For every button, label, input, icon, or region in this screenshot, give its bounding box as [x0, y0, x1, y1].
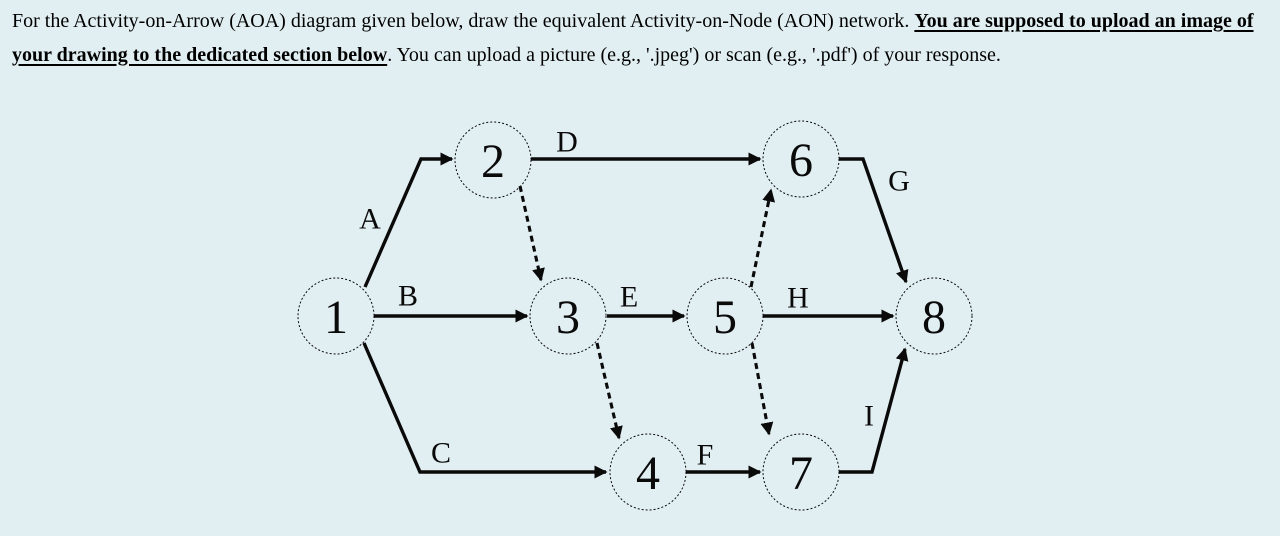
- activity-D-label: D: [556, 126, 578, 159]
- node-1-number: 1: [324, 291, 348, 344]
- dummy-arrow-5-6: [749, 188, 776, 288]
- question-text: For the Activity-on-Arrow (AOA) diagram …: [0, 0, 1280, 72]
- activity-C-arrow: [362, 342, 608, 479]
- activity-F-label: F: [697, 439, 714, 472]
- node-2-number: 2: [481, 135, 505, 188]
- node-6-circle: [762, 120, 840, 198]
- question-segment-emphasized: You are supposed to upload an image of y…: [12, 10, 1254, 66]
- node-8-circle: [895, 277, 973, 355]
- node-4-number: 4: [636, 447, 660, 500]
- activity-C-label: C: [431, 437, 451, 470]
- activity-A-label: A: [359, 203, 381, 236]
- node-8-number: 8: [922, 291, 946, 344]
- node-7-number: 7: [789, 447, 813, 500]
- dummy-arrow-5-7: [750, 342, 774, 436]
- node-6-number: 6: [789, 134, 813, 187]
- activity-I-label: I: [864, 400, 874, 433]
- node-2-circle: [454, 121, 532, 199]
- activity-A-arrow: [363, 152, 454, 288]
- node-5-number: 5: [713, 291, 737, 344]
- question-segment-outro: . You can upload a picture (e.g., '.jpeg…: [387, 43, 1001, 66]
- activity-B-label: B: [398, 280, 418, 313]
- node-3-circle: [529, 277, 607, 355]
- activity-G-arrow: [839, 157, 909, 284]
- node-4-circle: [609, 433, 687, 511]
- node-1-circle: [297, 277, 375, 355]
- dummy-arrow-2-3: [518, 185, 545, 282]
- question-segment-intro: For the Activity-on-Arrow (AOA) diagram …: [12, 10, 915, 32]
- activity-I-arrow: [839, 347, 909, 474]
- node-3-number: 3: [556, 291, 580, 344]
- activity-H-label: H: [787, 282, 809, 315]
- activity-G-label: G: [888, 165, 910, 198]
- activity-E-label: E: [620, 281, 638, 314]
- dummy-arrow-3-4: [595, 342, 623, 440]
- node-7-circle: [762, 433, 840, 511]
- node-5-circle: [686, 277, 764, 355]
